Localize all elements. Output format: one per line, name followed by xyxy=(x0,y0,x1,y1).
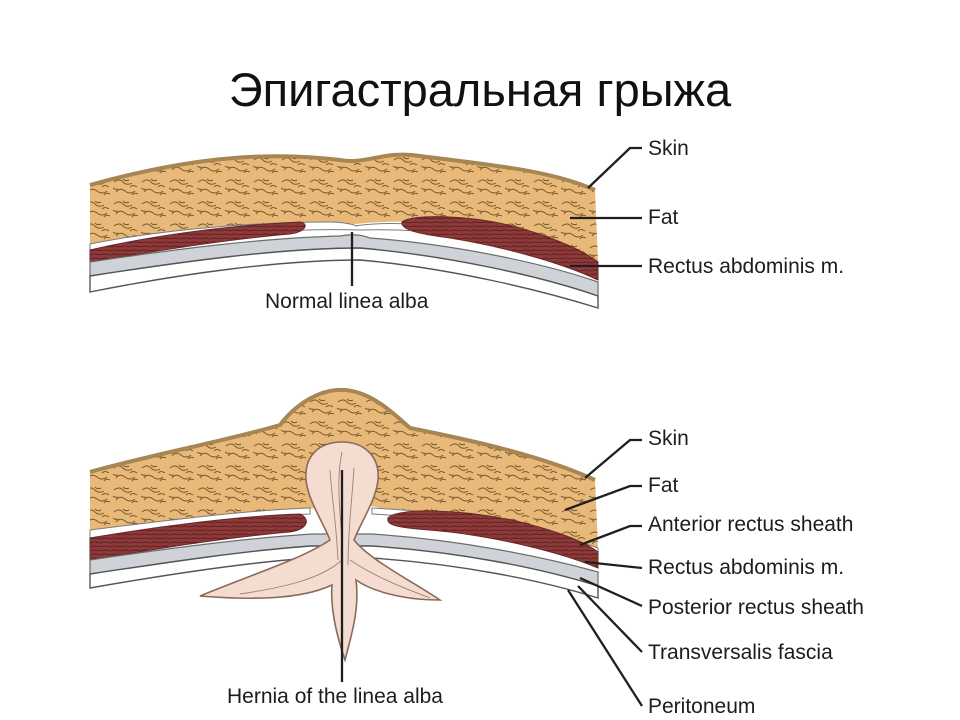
bottom-fat-leader xyxy=(564,484,642,512)
top-fat-layer xyxy=(90,154,598,262)
bottom-skin-leader xyxy=(584,438,642,479)
bottom-skin-line xyxy=(89,387,596,482)
top-rectus-right xyxy=(401,216,599,281)
bottom-panel: Hernia of the linea alba Skin Fat Anteri… xyxy=(89,387,864,718)
bottom-peritoneum-leader xyxy=(567,589,643,707)
bottom-label-hernia: Hernia of the linea alba xyxy=(227,685,443,708)
bottom-posterior-leader xyxy=(579,576,643,608)
bottom-label-peritoneum: Peritoneum xyxy=(648,695,755,718)
top-panel: Normal linea alba Skin Fat Rectus abdomi… xyxy=(89,137,844,313)
bottom-anterior-leader xyxy=(579,524,642,547)
bottom-peritoneum-line xyxy=(89,545,599,599)
slide-title: Эпигастральная грыжа xyxy=(228,63,732,116)
bottom-label-posterior: Posterior rectus sheath xyxy=(648,596,864,619)
top-label-rectus: Rectus abdominis m. xyxy=(648,255,844,278)
top-label-linea-alba: Normal linea alba xyxy=(265,290,429,313)
bottom-rectus-right xyxy=(387,510,599,569)
hernia-sac xyxy=(199,441,443,663)
bottom-label-fat: Fat xyxy=(648,474,679,497)
bottom-label-rectus: Rectus abdominis m. xyxy=(648,556,844,579)
bottom-label-transversalis: Transversalis fascia xyxy=(648,641,833,664)
top-skin-leader xyxy=(587,146,642,189)
bottom-rectus-leader xyxy=(584,560,643,570)
top-label-fat: Fat xyxy=(648,206,679,229)
bottom-transversalis-leader xyxy=(577,585,643,653)
top-label-skin: Skin xyxy=(648,137,689,160)
bottom-label-anterior: Anterior rectus sheath xyxy=(648,513,853,536)
hernia-sac-inner-lines xyxy=(239,451,431,599)
bottom-label-skin: Skin xyxy=(648,427,689,450)
top-rectus-left xyxy=(89,221,306,263)
bottom-rectus-left xyxy=(89,513,307,561)
top-peritoneum-line xyxy=(89,247,599,309)
top-skin-line xyxy=(89,152,596,192)
